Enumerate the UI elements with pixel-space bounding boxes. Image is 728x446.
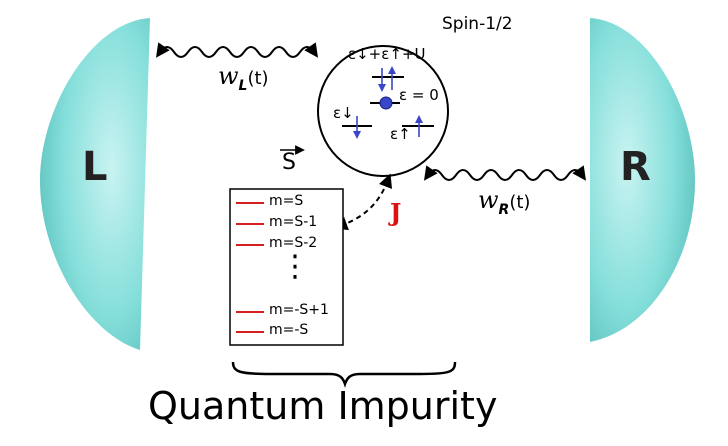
coupling-label: J: [390, 198, 402, 227]
left-lead-label: L: [82, 144, 108, 190]
w-arg-right: (t): [509, 192, 531, 213]
multiplet-level: m=S: [269, 193, 304, 209]
right-lead-label: R: [620, 144, 651, 190]
level-down-label: ε↓: [333, 104, 354, 122]
multiplet-level: m=-S+1: [269, 302, 329, 318]
right-tunneling-arrow: [423, 165, 587, 181]
level-double-label: ε↓+ε↑+U: [348, 45, 426, 63]
right-lead: [590, 18, 695, 342]
multiplet-box: [229, 188, 344, 346]
left-tunneling-label: wL(t): [218, 62, 269, 94]
level-zero-label: ε = 0: [399, 86, 439, 104]
spin-arrows: [353, 66, 423, 139]
w-arg-left: (t): [247, 68, 269, 89]
left-lead: [40, 18, 150, 350]
left-tunneling-arrow: [155, 42, 319, 58]
caption: Quantum Impurity: [148, 384, 498, 428]
multiplet-level: m=S-2: [269, 235, 318, 251]
multiplet-ellipsis: ⋮: [280, 249, 310, 284]
spin-vector-label: S: [282, 150, 296, 175]
w-symbol-left: w: [218, 62, 239, 90]
multiplet-lines: [236, 202, 264, 333]
coupling-arrow: [333, 173, 393, 231]
level-up-label: ε↑: [390, 125, 411, 143]
w-symbol-right: w: [478, 186, 499, 214]
spin-title: Spin-1/2: [442, 14, 513, 34]
impurity-brace: [231, 361, 457, 388]
multiplet-level: m=S-1: [269, 214, 318, 230]
electron-dot: [379, 96, 393, 110]
w-sub-left: L: [238, 77, 248, 94]
right-tunneling-label: wR(t): [478, 186, 530, 218]
multiplet-level: m=-S: [269, 322, 309, 338]
w-sub-right: R: [498, 201, 510, 218]
